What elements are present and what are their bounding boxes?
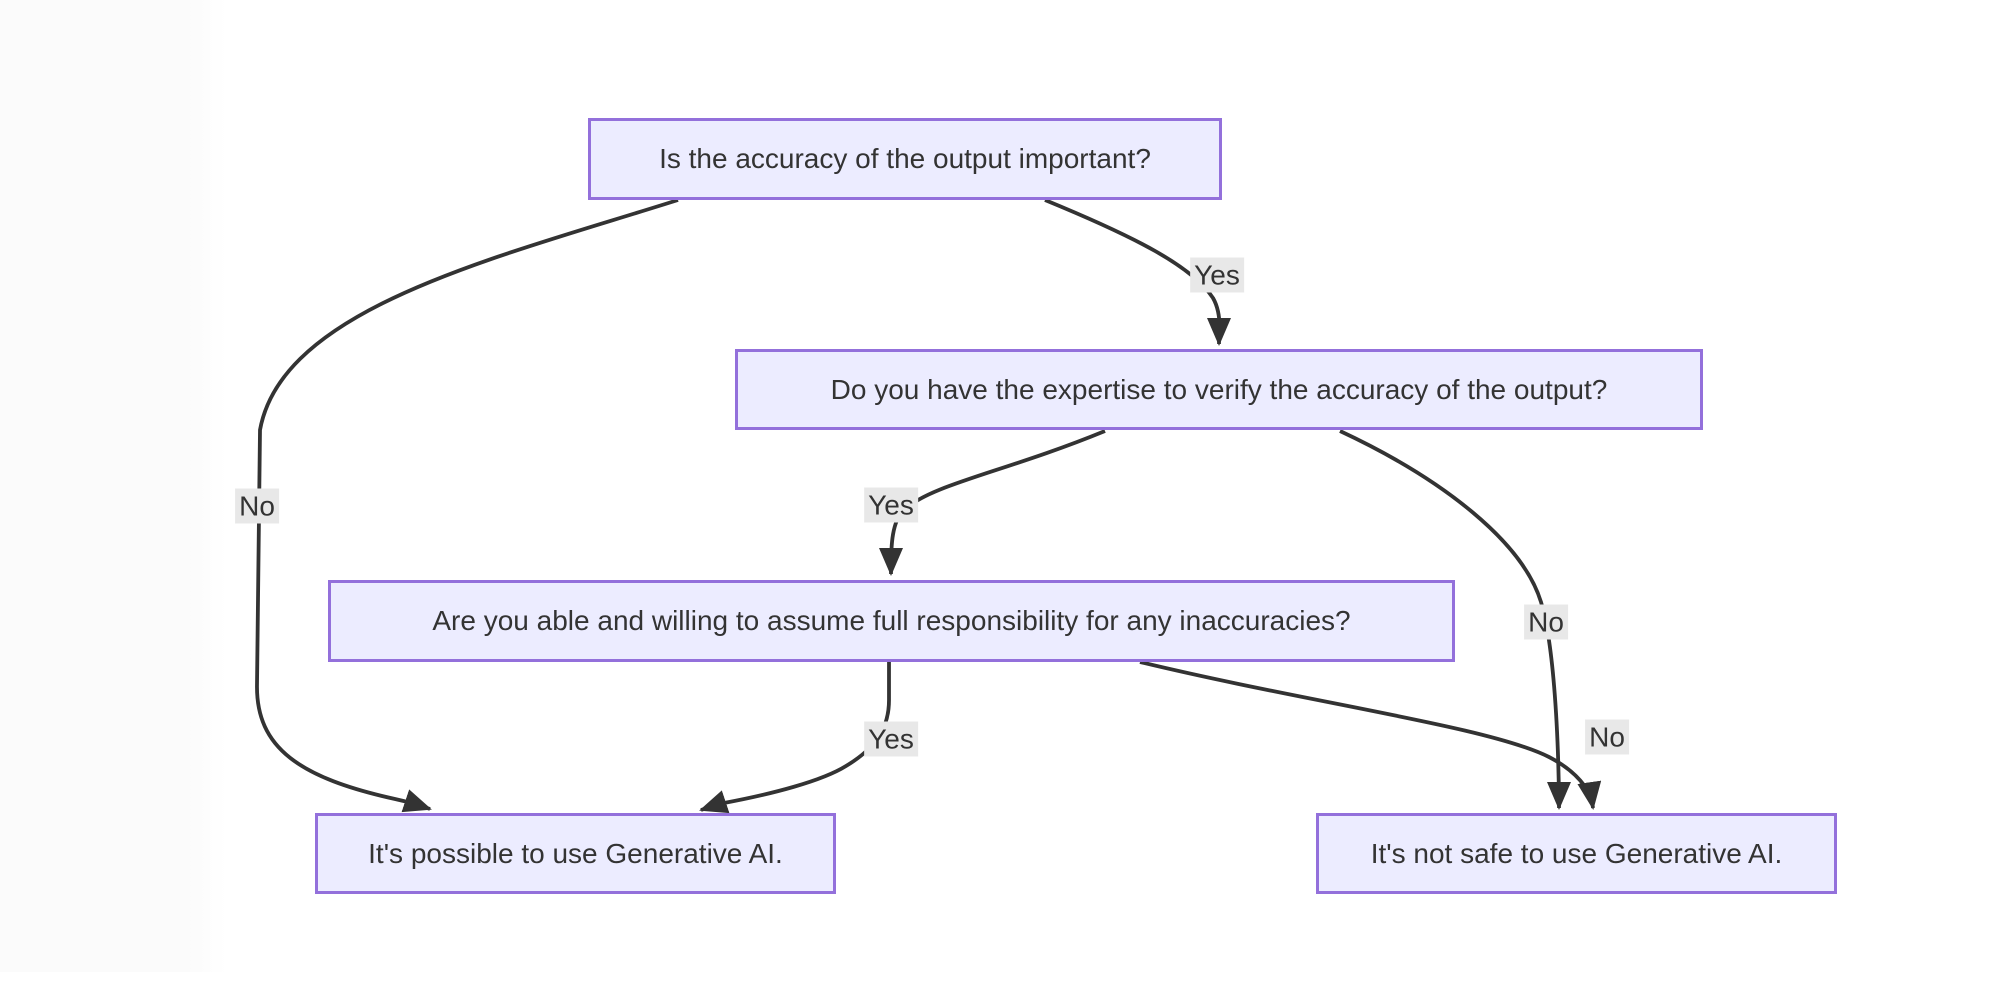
edge-label-no-q2-notsafe: No	[1524, 604, 1568, 640]
edge-q2-yes-to-q3	[879, 429, 1106, 576]
node-not-safe-to-use-result: It's not safe to use Generative AI.	[1316, 813, 1837, 894]
node-expertise-to-verify-question: Do you have the expertise to verify the …	[735, 349, 1703, 430]
node-assume-responsibility-question: Are you able and willing to assume full …	[328, 580, 1455, 662]
edge-label-no-q3-notsafe: No	[1585, 719, 1629, 755]
node-possible-to-use-result: It's possible to use Generative AI.	[315, 813, 836, 894]
page-left-margin-band	[0, 0, 227, 972]
edge-label-yes-q3-possible: Yes	[864, 721, 918, 757]
edge-q3-no-to-notsafe	[1139, 660, 1602, 810]
edge-q3-yes-to-possible	[699, 662, 891, 814]
edge-q1-no-to-possible	[255, 198, 679, 813]
edge-label-yes-q1-q2: Yes	[1190, 257, 1244, 293]
edge-q2-no-to-notsafe	[1339, 429, 1571, 810]
edge-label-yes-q2-q3: Yes	[864, 487, 918, 523]
edge-label-no-q1-possible: No	[235, 488, 279, 524]
node-accuracy-important-question: Is the accuracy of the output important?	[588, 118, 1222, 200]
